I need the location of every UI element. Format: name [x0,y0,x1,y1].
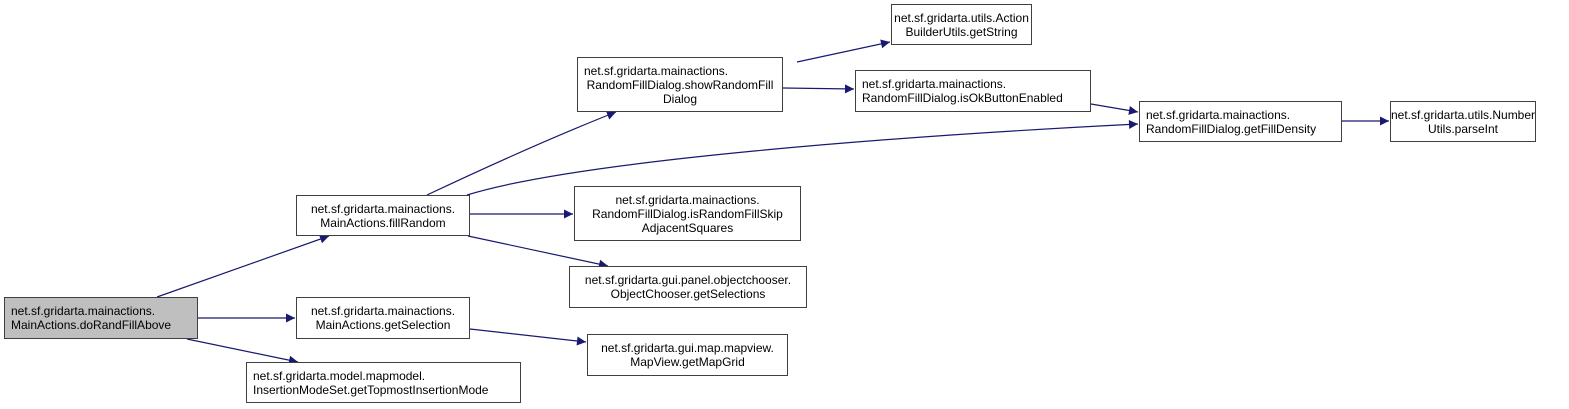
edge-isOkButtonEnabled-to-getFillDensity [1090,103,1139,115]
node-line: Dialog [662,91,698,106]
edge-showRandomFillDialog-to-isOkButtonEnabled [782,84,855,94]
edge-doRandFillAbove-to-getTopmostInsertionMode [186,338,299,365]
node-line: net.sf.gridarta.utils.Action [894,10,1029,25]
node-fillRandom[interactable]: net.sf.gridarta.mainactions. MainActions… [296,195,470,236]
node-getMapGrid[interactable]: net.sf.gridarta.gui.map.mapview. MapView… [587,334,788,376]
node-line: net.sf.gridarta.mainactions. [615,192,760,207]
node-getTopmostInsertionMode[interactable]: net.sf.gridarta.model.mapmodel. Insertio… [246,362,521,403]
node-line: net.sf.gridarta.mainactions. [584,63,729,78]
node-line: net.sf.gridarta.mainactions. [310,304,456,318]
node-getSelection[interactable]: net.sf.gridarta.mainactions. MainActions… [296,297,470,339]
node-getSelections[interactable]: net.sf.gridarta.gui.panel.objectchooser.… [569,266,807,308]
node-line: net.sf.gridarta.mainactions. [862,77,1007,91]
node-line: net.sf.gridarta.gui.panel.objectchooser. [584,273,792,287]
node-line: Utils.parseInt [1427,121,1499,136]
node-isRandomFillSkipAdjacentSquares[interactable]: net.sf.gridarta.mainactions. RandomFillD… [574,186,801,241]
node-parseInt[interactable]: net.sf.gridarta.utils.Number Utils.parse… [1390,101,1536,142]
node-line: net.sf.gridarta.gui.map.mapview. [601,341,774,355]
edge-showRandomFillDialog-to-getString [796,39,891,63]
node-line: RandomFillDialog.getFillDensity [1146,121,1317,136]
edge-getSelection-to-getMapGrid [469,328,587,346]
node-line: RandomFillDialog.showRandomFill [586,77,774,92]
node-showRandomFillDialog[interactable]: net.sf.gridarta.mainactions. RandomFillD… [577,57,783,112]
edge-fillRandom-to-getSelections [467,235,609,269]
node-line: MainActions.getSelection [315,318,451,332]
node-line: net.sf.gridarta.mainactions. [310,201,456,216]
node-line: net.sf.gridarta.mainactions. [11,304,156,318]
edge-fillRandom-to-showRandomFillDialog [426,111,617,196]
node-line: net.sf.gridarta.utils.Number [1390,107,1536,122]
node-line: InsertionModeSet.getTopmostInsertionMode [253,382,489,397]
node-getFillDensity[interactable]: net.sf.gridarta.mainactions. RandomFillD… [1139,101,1342,142]
node-line: MainActions.fillRandom [320,215,446,230]
node-line: MapView.getMapGrid [630,355,745,369]
node-getString[interactable]: net.sf.gridarta.utils.Action BuilderUtil… [891,4,1032,45]
node-line: ObjectChooser.getSelections [610,287,766,301]
node-line: BuilderUtils.getString [905,24,1018,39]
node-line: RandomFillDialog.isOkButtonEnabled [862,91,1063,105]
node-line: AdjacentSquares [641,220,734,235]
node-line: RandomFillDialog.isRandomFillSkip [592,206,783,221]
edge-fillRandom-to-getFillDensity [466,119,1139,196]
node-doRandFillAbove[interactable]: net.sf.gridarta.mainactions. MainActions… [4,297,198,339]
node-line: MainActions.doRandFillAbove [11,318,172,332]
edge-doRandFillAbove-to-fillRandom [156,234,330,298]
node-line: net.sf.gridarta.mainactions. [1146,107,1291,122]
node-line: net.sf.gridarta.model.mapmodel. [253,368,426,383]
node-isOkButtonEnabled[interactable]: net.sf.gridarta.mainactions. RandomFillD… [855,70,1091,112]
